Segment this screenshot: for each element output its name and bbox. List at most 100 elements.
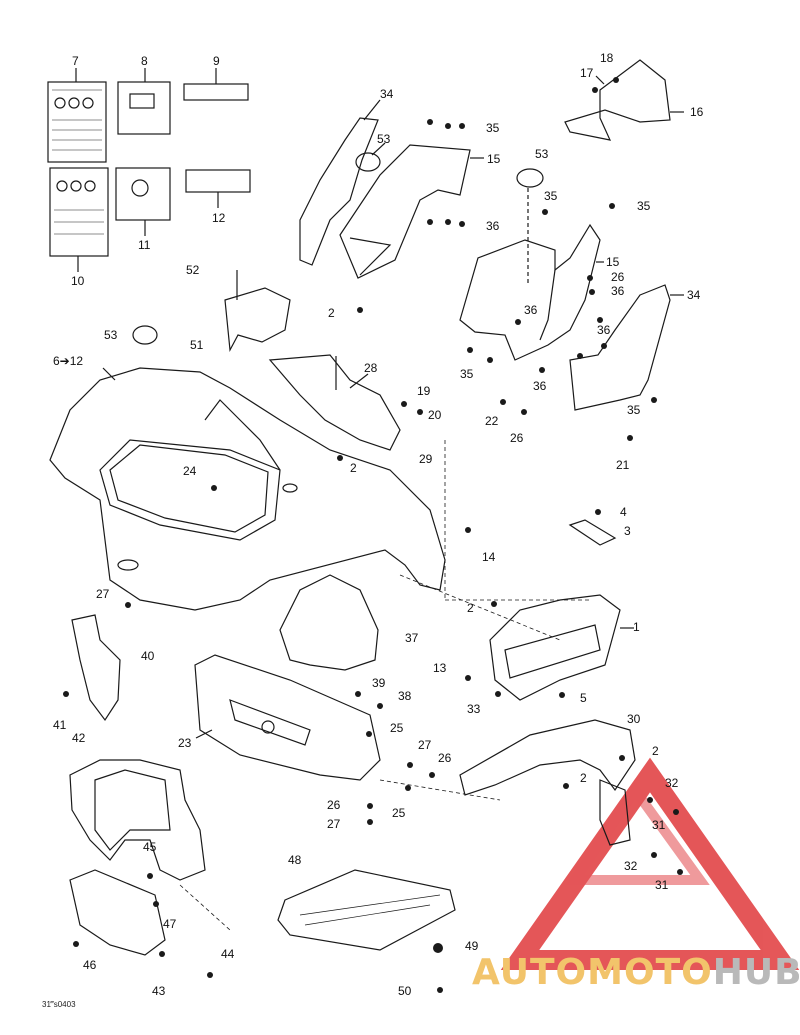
inner-panel-37 [279,574,379,671]
callout-33: 33 [467,702,481,716]
callout-14: 14 [482,550,496,564]
plug-cap-53c [132,325,158,345]
callout-4: 4 [620,505,627,519]
callout-25-top: 25 [390,721,404,735]
callout-38: 38 [398,689,412,703]
callout-43: 43 [152,984,166,998]
watermark-logo-icon [500,757,800,970]
left-fender-flap [299,99,381,266]
callout-23: 23 [178,736,192,750]
callout-9: 9 [213,54,220,68]
callout-37: 37 [405,631,419,645]
callout-2-top: 2 [328,306,335,320]
footrest-1 [489,594,634,701]
callout-7: 7 [72,54,79,68]
callout-40: 40 [141,649,155,663]
rubber-block-3 [568,519,617,546]
callout-35-lower: 35 [460,367,474,381]
callout-46: 46 [83,958,97,972]
callout-30: 30 [627,712,641,726]
callout-42: 42 [72,731,86,745]
callout-36-flap: 36 [597,323,611,337]
callout-25-bottom: 25 [392,806,406,820]
callout-53-body: 53 [104,328,118,342]
callout-36-center: 36 [524,303,538,317]
callout-29: 29 [419,452,433,466]
callout-27-body: 27 [96,587,110,601]
side-panel-28 [268,354,401,451]
callout-41: 41 [53,718,67,732]
front-bumper-frame [69,759,206,881]
callout-3: 3 [624,524,631,538]
callout-34-right: 34 [687,288,701,302]
callout-45: 45 [143,840,157,854]
plug-cap-53a [355,152,381,172]
callout-36-lower: 36 [533,379,547,393]
callout-49: 49 [465,939,479,953]
callout-35-top: 35 [486,121,500,135]
warning-decal-10 [49,167,109,272]
callout-36-right: 36 [611,284,625,298]
callout-10: 10 [71,274,85,288]
plug-cap-53b [516,168,544,188]
callout-47: 47 [163,917,177,931]
warning-decal-7 [47,68,107,163]
right-inner-fender [459,223,604,361]
callout-1: 1 [633,620,640,634]
callout-32-bottom: 32 [624,859,638,873]
callout-26-mid: 26 [510,431,524,445]
drawing-code: 31‴s0403 [42,1000,76,1009]
warning-decal-8 [117,68,171,135]
callout-20: 20 [428,408,442,422]
warning-decal-9 [183,68,249,101]
callout-2-step: 2 [467,601,474,615]
callout-2-panel: 2 [350,461,357,475]
callout-24: 24 [183,464,197,478]
skid-plate-43 [69,869,166,956]
skid-plate-48 [277,869,456,951]
callout-2-guard: 2 [652,744,659,758]
callout-15-left: 15 [487,152,501,166]
callout-53-left: 53 [377,132,391,146]
callout-35-mid: 35 [544,189,558,203]
right-fender-flap [569,284,684,411]
callout-35-flap: 35 [627,403,641,417]
callout-12: 12 [212,211,226,225]
callout-15-right: 15 [606,255,620,269]
callout-26-top: 26 [611,270,625,284]
callout-17: 17 [580,66,594,80]
callout-8: 8 [141,54,148,68]
side-bracket-40 [71,614,121,722]
callout-44: 44 [221,947,235,961]
callout-28: 28 [364,361,378,375]
callout-31-bottom: 31 [655,878,669,892]
callout-35-right: 35 [637,199,651,213]
callout-16: 16 [690,105,704,119]
callout-36-top: 36 [486,219,500,233]
mounting-bracket-51 [224,270,291,353]
warning-decal-12 [185,169,251,208]
callout-6-to-12: 6➔12 [53,354,84,368]
callout-39: 39 [372,676,386,690]
callout-34-left: 34 [380,87,394,101]
watermark-text: AUTOMOTOHUB [472,952,800,993]
watermark-part2: HUB [712,952,800,993]
callout-32-top: 32 [665,776,679,790]
callout-26-right: 26 [438,751,452,765]
callout-48: 48 [288,853,302,867]
callout-18: 18 [600,51,614,65]
callout-19: 19 [417,384,431,398]
warning-decal-11 [115,167,171,236]
callout-31-top: 31 [652,818,666,832]
callout-26-bottom: 26 [327,798,341,812]
callout-13: 13 [433,661,447,675]
callout-2-lower: 2 [580,771,587,785]
front-bumper-23 [194,654,381,781]
guard-30 [459,719,636,846]
callout-53-right: 53 [535,147,549,161]
callout-22: 22 [485,414,499,428]
left-inner-fender [339,144,484,279]
callout-51: 51 [190,338,204,352]
watermark-part1: AUTOMOTO [472,952,713,993]
